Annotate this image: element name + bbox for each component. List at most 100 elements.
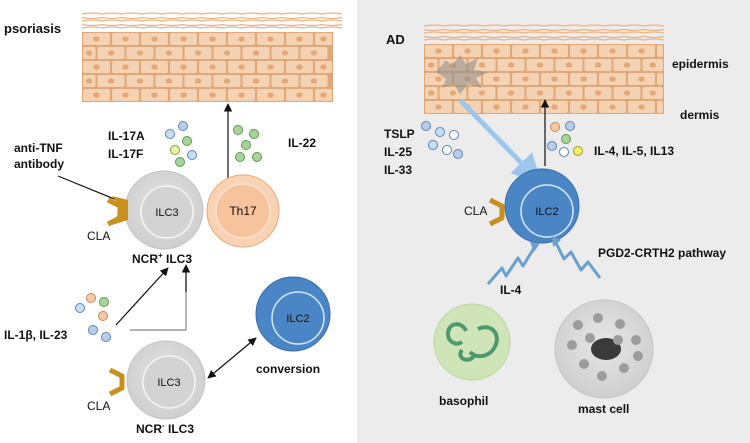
- mast-granule: [619, 363, 629, 373]
- th17-cell: Th17: [206, 174, 280, 248]
- pgd2-signal-head: [552, 236, 561, 247]
- cytokine-il17a: IL-17A: [108, 129, 145, 143]
- skin-cell-nucleus: [93, 36, 100, 42]
- skin-cell-nucleus: [122, 36, 129, 42]
- skin-surface-line: [81, 26, 343, 29]
- skin-cell-nucleus: [435, 104, 442, 110]
- skin-cell-nucleus: [435, 76, 442, 82]
- skin-cell-nucleus: [551, 48, 558, 54]
- skin-cell-nucleus: [296, 92, 303, 98]
- ilc3-label-top: ILC3: [155, 207, 178, 219]
- cytokine-dots-il22: [233, 125, 262, 162]
- skin-cell-nucleus: [493, 76, 500, 82]
- skin-surface-line: [81, 12, 343, 15]
- skin-cell-nucleus: [194, 50, 202, 56]
- skin-cell: [657, 45, 663, 57]
- cla-label-bottom: CLA: [87, 399, 110, 413]
- skin-cell-nucleus: [194, 78, 202, 84]
- cytokine-il22: IL-22: [288, 136, 316, 150]
- skin-cell-nucleus: [238, 92, 245, 98]
- dermis-label: dermis: [680, 108, 720, 122]
- skin-cell-nucleus: [320, 36, 327, 42]
- skin-cell-nucleus: [86, 78, 93, 84]
- skin-surface-line: [423, 28, 665, 32]
- skin-cell-nucleus: [180, 92, 187, 98]
- skin-cell-nucleus: [449, 90, 457, 96]
- skin-cell-nucleus: [122, 92, 129, 98]
- skin-cell-nucleus: [649, 90, 656, 96]
- skin-cell-nucleus: [565, 62, 573, 68]
- skin-cell-nucleus: [267, 36, 274, 42]
- skin-cell-nucleus: [536, 62, 544, 68]
- skin-cell-nucleus: [180, 36, 187, 42]
- pgd2-pathway-label: PGD2-CRTH2 pathway: [598, 246, 726, 260]
- ilc2-cell-right: ILC2: [504, 168, 580, 244]
- skin-cell-nucleus: [310, 50, 318, 56]
- ncr-positive-ilc3-cell: ILC3: [124, 170, 204, 250]
- mast-granule: [597, 371, 607, 381]
- skin-cell-nucleus: [623, 90, 631, 96]
- mast-cell: [554, 299, 654, 399]
- skin-cell-nucleus: [428, 90, 435, 96]
- induction-arrow-diagonal: [115, 267, 169, 326]
- cla-receptor-top-shape: [106, 197, 123, 227]
- antibody-label-line2: antibody: [14, 157, 64, 171]
- skin-cell-nucleus: [493, 48, 500, 54]
- alarmin-il25: IL-25: [384, 145, 412, 159]
- ilc2-cytokine-dots: [547, 121, 583, 157]
- mast-cell-label: mast cell: [578, 402, 629, 416]
- skin-cell-nucleus: [281, 50, 289, 56]
- skin-cell-nucleus: [151, 92, 158, 98]
- ncr-positive-caption: NCR+ ILC3: [132, 251, 192, 266]
- mast-granule: [613, 335, 623, 345]
- cytokine-dots-il1-il23: [75, 293, 111, 342]
- mast-granule: [579, 359, 589, 369]
- alarmin-dots: [421, 121, 463, 159]
- skin-cell-nucleus: [478, 90, 486, 96]
- skin-cell-nucleus: [478, 62, 486, 68]
- skin-cell-nucleus: [493, 104, 500, 110]
- skin-cell-nucleus: [580, 104, 587, 110]
- skin-surface-line: [423, 24, 665, 27]
- skin-surface-line: [423, 38, 665, 41]
- il4-signal-head: [530, 242, 540, 252]
- conversion-label: conversion: [256, 362, 320, 376]
- cla-receptor-right: [488, 197, 505, 227]
- basophil-label: basophil: [439, 394, 488, 408]
- skin-cell-nucleus: [609, 76, 616, 82]
- cla-receptor-bottom: [108, 367, 125, 397]
- skin-cell-nucleus: [107, 50, 115, 56]
- skin-cell-nucleus: [223, 78, 231, 84]
- skin-cell: [657, 101, 663, 113]
- skin-cell-nucleus: [180, 64, 187, 70]
- skin-cell-nucleus: [649, 62, 656, 68]
- skin-cell-nucleus: [238, 64, 245, 70]
- alarmin-tslp: TSLP: [384, 127, 415, 141]
- skin-cell-nucleus: [594, 62, 602, 68]
- skin-cell-nucleus: [609, 104, 616, 110]
- skin-cell-nucleus: [522, 104, 529, 110]
- skin-cell-nucleus: [267, 64, 274, 70]
- epidermis-label: epidermis: [672, 57, 729, 71]
- skin-surface-line: [423, 35, 665, 39]
- conversion-arrow: [207, 337, 257, 379]
- skin-cell-nucleus: [320, 92, 327, 98]
- inducer-label: IL-1β, IL-23: [4, 328, 68, 342]
- cla-label-top: CLA: [87, 229, 110, 243]
- skin-cell-nucleus: [93, 92, 100, 98]
- ilc2-cytokines-label: IL-4, IL-5, IL13: [594, 144, 674, 158]
- skin-cell-nucleus: [209, 36, 216, 42]
- skin-cell-nucleus: [252, 50, 260, 56]
- skin-cell-nucleus: [522, 76, 529, 82]
- skin-surface-line: [81, 19, 343, 22]
- th17-label: Th17: [229, 204, 257, 218]
- basophil-cell: [433, 303, 511, 381]
- skin-cell-nucleus: [623, 62, 631, 68]
- ilc2-label-left: ILC2: [286, 313, 309, 325]
- psoriasis-skin-layer: [81, 12, 343, 102]
- skin-cell-nucleus: [107, 78, 115, 84]
- ilc3-label-bottom: ILC3: [157, 377, 180, 389]
- skin-cell-nucleus: [136, 50, 144, 56]
